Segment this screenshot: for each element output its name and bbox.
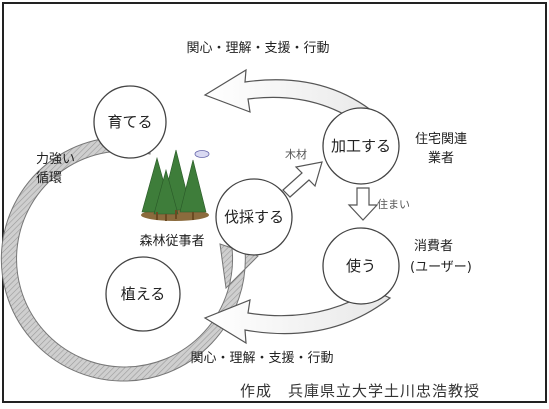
- consumer-line2: (ユーザー): [410, 260, 472, 275]
- support-arrow-bottom: [203, 289, 392, 345]
- node-cut: 伐採する: [215, 178, 293, 256]
- trees-illustration: [141, 149, 210, 221]
- cycle-label-line2: 循環: [36, 171, 62, 186]
- timber-label: 木材: [285, 147, 307, 161]
- consumer-line1: 消費者: [414, 239, 453, 254]
- housing-industry-line2: 業者: [428, 150, 454, 166]
- node-grow: 育てる: [93, 85, 167, 159]
- cycle-arrow: [0, 136, 259, 382]
- node-plant-label: 植える: [121, 285, 166, 303]
- credit-text: 作成 兵庫県立大学土川忠浩教授: [240, 382, 480, 400]
- node-process-label: 加工する: [331, 137, 391, 155]
- housing-arrow: [347, 187, 379, 221]
- housing-industry-line1: 住宅関連: [415, 132, 467, 147]
- node-process: 加工する: [322, 107, 400, 185]
- node-plant: 植える: [105, 256, 181, 332]
- support-arrow-top: [203, 68, 387, 131]
- support-label-bottom: 関心・理解・支援・行動: [190, 351, 333, 366]
- forest-workers-label: 森林従事者: [139, 234, 204, 249]
- support-label-top: 関心・理解・支援・行動: [186, 41, 329, 56]
- housing-label: 住まい: [377, 197, 410, 211]
- node-grow-label: 育てる: [107, 113, 152, 131]
- node-use: 使う: [322, 227, 400, 305]
- node-cut-label: 伐採する: [224, 208, 284, 226]
- cycle-label-line1: 力強い: [36, 152, 75, 167]
- node-use-label: 使う: [346, 257, 376, 275]
- timber-arrow: [282, 161, 323, 198]
